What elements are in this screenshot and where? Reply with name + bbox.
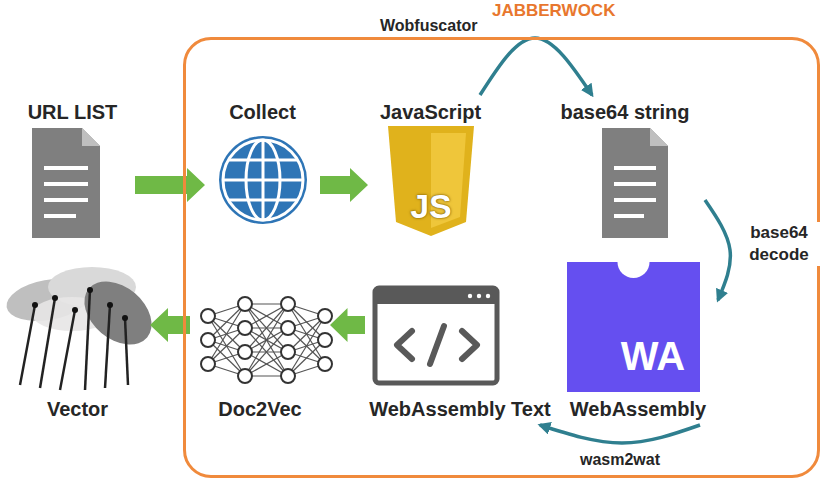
edge-label: wasm2wat — [578, 450, 662, 471]
node-label: WebAssembly Text — [369, 398, 551, 421]
flow-arrow — [135, 168, 205, 202]
globe-icon — [219, 136, 307, 224]
node-label: Doc2Vec — [218, 398, 301, 421]
transform-arrow — [480, 38, 592, 95]
node-label: JavaScript — [380, 101, 481, 124]
neural-network-icon — [201, 297, 332, 383]
webassembly-logo — [567, 246, 700, 392]
document-icon — [32, 128, 100, 238]
node-label: Collect — [229, 101, 296, 124]
edge-label: Wobfuscator — [378, 16, 479, 37]
system-frame: JABBERWOCKCollectJavaScriptJSbase64 stri… — [183, 37, 820, 478]
node-label: base64 string — [561, 101, 690, 124]
node-label: URL LIST — [28, 101, 118, 124]
vector-icon — [3, 267, 164, 390]
node-label: Vector — [47, 398, 108, 421]
code-window-icon — [375, 288, 497, 383]
flow-arrow — [330, 308, 365, 342]
process-step: WebAssembly Text — [365, 270, 555, 425]
flow-arrow — [320, 168, 368, 202]
node-label: WebAssembly — [570, 398, 706, 421]
process-step: JavaScriptJS — [368, 95, 493, 245]
system-title: JABBERWOCK — [492, 1, 615, 21]
logo-letters: JS — [401, 187, 461, 226]
document-icon — [602, 128, 668, 238]
logo-letters: WA — [608, 333, 698, 379]
process-step: WA WebAssembly — [558, 255, 718, 425]
edge-label: base64 decode — [738, 222, 820, 266]
input-file: URL LIST — [10, 95, 135, 245]
process-step: Doc2Vec — [190, 270, 330, 425]
process-step: base64 string — [545, 95, 705, 240]
output-vector: Vector — [5, 262, 150, 425]
transform-arrow — [540, 425, 700, 443]
process-step: Collect — [205, 95, 320, 235]
javascript-logo — [388, 126, 474, 236]
transform-arrow — [705, 200, 730, 300]
